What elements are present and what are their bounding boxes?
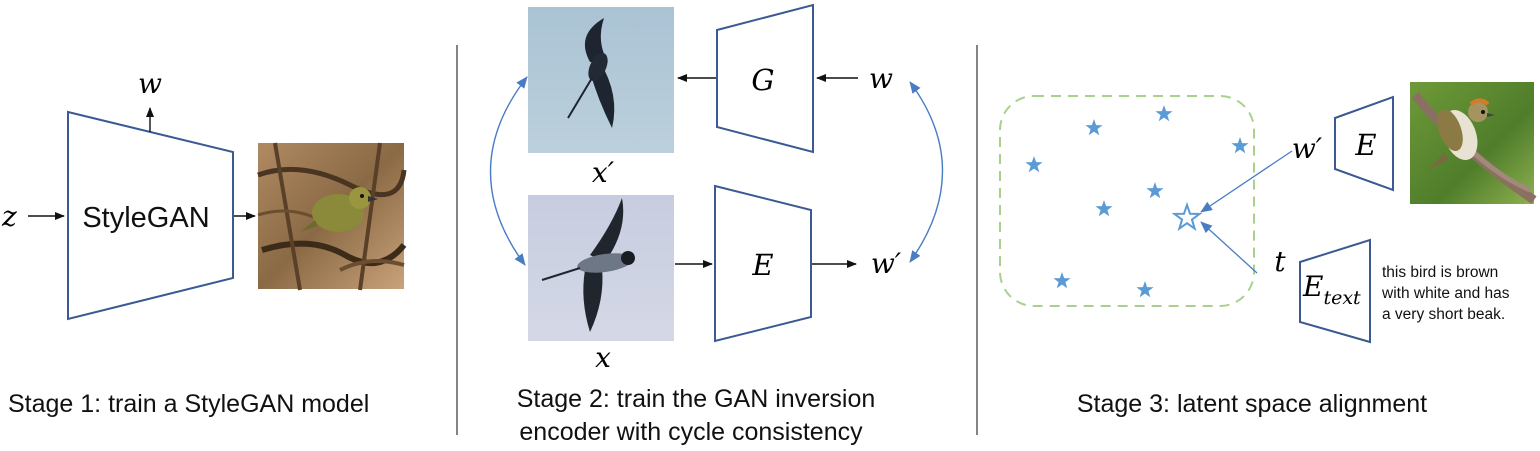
star-icon (1095, 200, 1113, 217)
photo-bird-on-branch-icon (257, 142, 407, 291)
star-icon-group (1025, 105, 1249, 298)
encoder-label: E (751, 248, 773, 282)
image-encoder-trapezoid (1334, 95, 1394, 192)
stage2-latent-recon-label: w′ (871, 247, 902, 280)
stage1-panel: z StyleGAN w Stage 1: train a StyleGAN m… (1, 67, 407, 418)
stage2-image-top-label: x′ (592, 156, 615, 189)
stage3-text-encoder-label: Etext (1302, 270, 1361, 309)
encoder-trapezoid (714, 184, 812, 343)
cycle-arrow-latents (909, 81, 944, 263)
photo-bird-on-branch-orange-crown-icon (1410, 82, 1537, 204)
stage2-latent-label: w (869, 62, 893, 95)
stage2-caption-line2: encoder with cycle consistency (519, 418, 863, 446)
stage2-panel: x′ x G E w w′ Stage 2: train the GAN inv… (489, 3, 944, 446)
stylegan-label: StyleGAN (82, 202, 209, 234)
stage1-caption: Stage 1: train a StyleGAN model (8, 390, 369, 418)
photo-seabird-flying-grey-icon (528, 195, 674, 341)
cycle-arrow-images (489, 76, 528, 266)
stage3-panel: w′ t E Etext (999, 82, 1537, 344)
generator-label: G (751, 63, 774, 97)
stage3-caption: Stage 3: latent space alignment (1077, 390, 1427, 418)
star-icon (1146, 182, 1164, 199)
arrow-wprime-to-star (1200, 150, 1293, 213)
text-encoder-trapezoid (1299, 238, 1371, 344)
stage3-image-latent-label: w′ (1292, 132, 1323, 165)
text-encoder-subscript: text (1323, 287, 1361, 309)
star-icon (1136, 281, 1154, 298)
star-icon (1085, 119, 1103, 136)
stage3-image-encoder-label: E (1354, 128, 1376, 162)
latent-space-region (999, 95, 1255, 307)
generator-trapezoid (716, 3, 814, 154)
text-prompt-line: a very short beak. (1382, 306, 1506, 323)
stage1-input-label: z (1, 200, 17, 233)
arrow-t-to-star (1200, 221, 1258, 274)
stage3-text-latent-label: t (1274, 245, 1286, 278)
stage2-image-bottom-label: x (595, 341, 611, 374)
star-icon (1231, 137, 1249, 154)
text-prompt: this bird is brown with white and has a … (1382, 262, 1540, 325)
star-icon (1025, 156, 1043, 173)
aligned-star-outline-icon (1171, 201, 1203, 232)
text-prompt-line: with white and has (1382, 285, 1510, 302)
star-icon (1155, 105, 1173, 122)
text-prompt-line: this bird is brown (1382, 264, 1499, 281)
photo-seabird-flying-dark-icon (528, 7, 674, 153)
star-icon (1053, 272, 1071, 289)
stylegan-trapezoid (67, 110, 234, 321)
text-encoder-main: E (1302, 270, 1323, 303)
stage2-caption-line1: Stage 2: train the GAN inversion (517, 385, 876, 413)
stage1-output-label: w (138, 67, 162, 100)
